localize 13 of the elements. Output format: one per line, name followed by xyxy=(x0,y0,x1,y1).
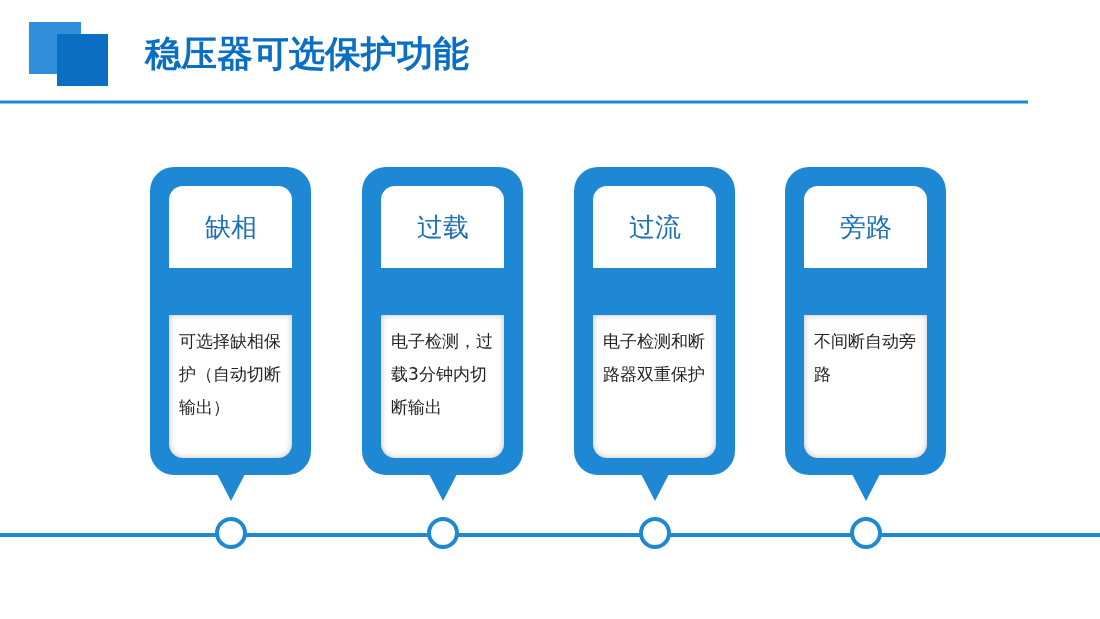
card-heading: 过载 xyxy=(381,186,504,268)
card-description: 电子检测，过载3分钟内切断输出 xyxy=(391,330,494,419)
card-heading: 缺相 xyxy=(169,186,292,268)
card-heading: 旁路 xyxy=(804,186,927,268)
card-description: 不间断自动旁路 xyxy=(814,330,917,386)
card-heading: 过流 xyxy=(593,186,716,268)
callout-card xyxy=(785,167,946,475)
card-description: 电子检测和断路器双重保护 xyxy=(603,330,706,386)
callout-card xyxy=(362,167,523,475)
callout-card xyxy=(574,167,735,475)
card-description: 可选择缺相保护（自动切断输出） xyxy=(179,330,282,419)
callout-card xyxy=(150,167,311,475)
title: 稳压器可选保护功能 xyxy=(145,32,469,76)
